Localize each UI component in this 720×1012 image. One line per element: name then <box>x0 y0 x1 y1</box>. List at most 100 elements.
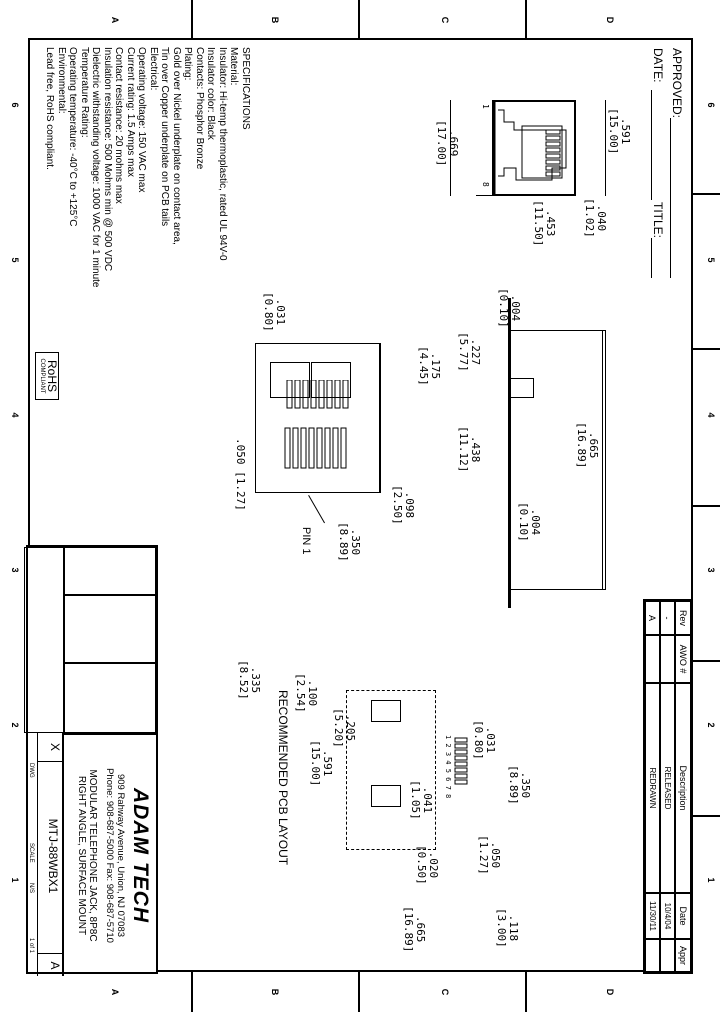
dim-004-top: .004[0.10] <box>497 288 522 328</box>
zone-col-3-bottom: 3 <box>10 567 20 573</box>
dim-040: .040[1.02] <box>583 198 608 238</box>
dim-041: .041[1.05] <box>409 780 434 820</box>
awo-cell <box>660 635 675 683</box>
appr-cell <box>645 939 660 972</box>
dwg-field: DWG <box>28 763 34 778</box>
title-block: ADAM TECH 909 Rahway Avenue, Union, NJ 0… <box>24 545 158 977</box>
date-cell: 10/4/04 <box>660 893 675 939</box>
description-cell: REDRAWN <box>645 683 660 893</box>
dim-669: .669[17.00] <box>435 120 460 167</box>
part-number-row: X MTJ-88WBX1 A DWG SCALE N/S 1 of 1 <box>24 733 64 977</box>
zone-row-a-right: A <box>110 988 120 996</box>
drawing-frame: APPROVED: DATE: TITLE: Rev AWO # Descrip… <box>24 38 693 977</box>
scale-field: SCALE <box>28 843 34 863</box>
dim-350-pcb: .350[8.89] <box>507 765 532 805</box>
dim-031-pcb: .031[0.80] <box>472 720 497 760</box>
dim-335: .335[8.52] <box>237 660 262 700</box>
size-cell: X <box>38 733 62 762</box>
dim-205: .205[5.20] <box>332 708 357 748</box>
dim-050-pcb: .050[1.27] <box>477 835 502 875</box>
zone-tick <box>358 0 360 38</box>
dim-031: .031[0.80] <box>262 292 287 332</box>
zone-tick <box>693 660 720 662</box>
zone-tick <box>525 0 527 38</box>
dim-004-bottom: .004[0.10] <box>517 502 542 542</box>
zone-tick <box>693 193 720 195</box>
zone-tick <box>358 972 360 1012</box>
tb-notes-cell <box>24 547 64 733</box>
spec-line: Current rating: 1.5 Amps max <box>125 47 136 178</box>
company-phone: Phone: 908-687-5000 Fax: 908-687-5710 <box>104 768 115 943</box>
company-name: ADAM TECH <box>129 788 152 923</box>
spec-line: Temperature Rating: <box>79 47 90 138</box>
date-line <box>651 90 652 200</box>
dim-line <box>602 330 603 590</box>
zone-col-5: 5 <box>706 257 716 263</box>
date-header: Date <box>675 893 691 939</box>
dim-line <box>605 100 606 196</box>
appr-cell <box>660 939 675 972</box>
dim-050: .050 [1.27] <box>234 438 247 511</box>
bottom-contacts-svg <box>284 380 349 469</box>
spec-line: Environmental: <box>56 47 67 114</box>
dim-591: .591[15.00] <box>607 108 632 155</box>
sheet-field: 1 of 1 <box>28 938 34 954</box>
spec-line: Insulator: Hi-temp thermoplastic, rated … <box>217 47 228 261</box>
zone-row-a: A <box>110 16 120 24</box>
title-line <box>651 238 652 278</box>
zone-row-d: D <box>605 16 615 24</box>
dim-438: .438[11.12] <box>457 426 482 473</box>
zone-col-2: 2 <box>706 722 716 728</box>
bottom-body-edge <box>379 343 381 493</box>
date-label: DATE: <box>651 48 665 83</box>
pcb-pads-svg <box>454 737 468 785</box>
zone-row-d-right: D <box>605 988 615 996</box>
pcb-layout-title: RECOMMENDED PCB LAYOUT <box>276 690 290 866</box>
dim-227: .227[5.77] <box>457 332 482 372</box>
dim-175: .175[4.45] <box>417 346 442 386</box>
pad-numbers: 1 2 3 4 5 6 7 8 <box>444 735 452 799</box>
mount-pad-left <box>371 700 401 722</box>
company-block: ADAM TECH 909 Rahway Avenue, Union, NJ 0… <box>64 733 156 976</box>
spec-line: Contact resistance: 20 mohms max <box>113 47 125 204</box>
zone-tick <box>525 972 527 1012</box>
spec-line: Material: <box>228 47 240 86</box>
tb-small-cell <box>64 663 156 733</box>
spec-line: Lead free, RoHS compliant. <box>44 47 56 170</box>
pin-8-marker: 8 <box>481 182 490 187</box>
pin-1-marker: 1 <box>481 104 490 109</box>
zone-col-3: 3 <box>706 567 716 573</box>
dim-118: .118[3.00] <box>495 908 520 948</box>
title-label: TITLE: <box>651 202 665 239</box>
zone-col-4-bottom: 4 <box>10 412 20 418</box>
appr-header: Appr <box>675 939 691 972</box>
mount-pad-right <box>371 785 401 807</box>
part-description-1: MODULAR TELEPHONE JACK, 8P8C <box>87 769 98 942</box>
specs-heading: SPECIFICATIONS <box>240 47 251 130</box>
awo-header: AWO # <box>675 635 691 683</box>
zone-col-5-bottom: 5 <box>10 257 20 263</box>
tb-small-cell <box>64 595 156 663</box>
part-description-2: RIGHT ANGLE, SURFACE MOUNT <box>76 775 87 936</box>
part-number: MTJ-88WBX1 <box>46 818 60 894</box>
dim-098: .098[2.50] <box>391 485 416 525</box>
spec-line: Operating temperature: -40°C to +125°C <box>67 47 79 227</box>
zone-tick <box>693 815 720 817</box>
company-address: 909 Rahway Avenue, Union, NJ 07083 <box>115 773 126 938</box>
dim-591-pcb: .591[15.00] <box>309 740 334 787</box>
zone-row-b: B <box>270 16 280 24</box>
dim-100: .100[2.54] <box>294 673 319 713</box>
spec-line: Contacts: Phosphor Bronze <box>194 47 205 170</box>
zone-tick <box>191 972 193 1012</box>
spec-line: Plating: <box>182 47 194 81</box>
jack-face-svg <box>492 100 567 196</box>
spec-line: Dielectric withstanding voltage: 1000 VA… <box>90 47 102 288</box>
spec-line: Insulation resistance: 500 Mohms min @ 5… <box>102 47 113 272</box>
rohs-title: RoHS <box>45 359 59 392</box>
rohs-badge: RoHS COMPLIANT <box>35 352 59 400</box>
revision-table: Rev AWO # Description Date Appr - RELEAS… <box>643 599 693 974</box>
rev-cell: A <box>38 953 62 977</box>
spec-line: Tin over Copper underplate on PCB tails <box>159 47 171 227</box>
specifications-block: SPECIFICATIONS Material: Insulator: Hi-t… <box>44 47 252 297</box>
